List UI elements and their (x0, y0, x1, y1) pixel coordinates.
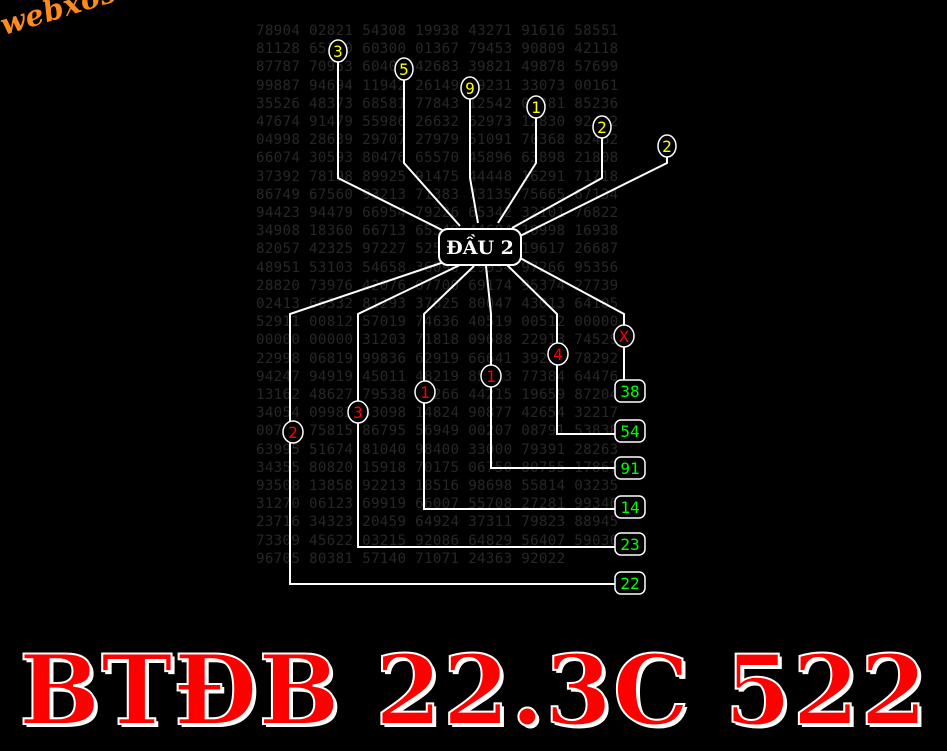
mid-digit-text: X (619, 327, 629, 346)
top-digit-text: 2 (597, 118, 607, 137)
top-digit-text: 1 (531, 98, 541, 117)
connector-bottom-5 (505, 263, 616, 435)
result-text: 22 (620, 574, 639, 593)
connector-top-4 (497, 118, 537, 224)
number-grid-background: 78904 02821 54308 19938 43271 91616 5855… (256, 23, 619, 567)
top-digit-3: 9 (460, 76, 480, 100)
result-box-1: 38 (614, 379, 646, 403)
mid-digit-2: 3 (347, 400, 369, 424)
mid-digit-text: 3 (353, 403, 363, 422)
top-digit-2: 5 (394, 57, 414, 81)
mid-digit-text: 1 (486, 367, 496, 386)
result-box-4: 14 (614, 495, 646, 519)
connector-top-5 (511, 138, 603, 229)
result-text: 14 (620, 498, 639, 517)
center-node: ĐẦU 2 (438, 228, 522, 266)
mid-digits: 2 3 1 1 4 X (282, 324, 635, 444)
result-text: 23 (620, 535, 639, 554)
mid-digit-text: 2 (288, 423, 298, 442)
top-digit-1: 3 (328, 39, 348, 63)
bottom-connectors (289, 257, 625, 585)
connector-top-1 (337, 62, 451, 235)
top-connectors (337, 62, 668, 237)
mid-digit-4: 1 (480, 364, 502, 388)
connector-bottom-2 (357, 263, 616, 548)
connector-bottom-1 (289, 259, 616, 585)
result-box-2: 54 (614, 419, 646, 443)
top-digit-text: 5 (399, 60, 409, 79)
top-digit-text: 3 (333, 42, 343, 61)
connector-bottom-3 (423, 265, 616, 510)
mid-digit-text: 4 (553, 345, 563, 364)
result-text: 38 (620, 382, 639, 401)
mid-digit-1: 2 (282, 420, 304, 444)
headline-title: BTĐB 22.3C 522 (18, 634, 929, 747)
center-label: ĐẦU 2 (446, 234, 514, 259)
mid-digit-5: 4 (547, 342, 569, 366)
connector-top-2 (403, 80, 461, 227)
top-digit-text: 9 (465, 79, 475, 98)
connector-top-6 (519, 156, 668, 237)
top-digit-5: 2 (592, 115, 612, 139)
mid-digit-3: 1 (414, 380, 436, 404)
connector-bottom-6 (519, 257, 625, 392)
top-digit-6: 2 (657, 134, 677, 158)
result-text: 91 (620, 459, 639, 478)
result-box-3: 91 (614, 456, 646, 480)
top-digits: 3 5 9 1 2 2 (328, 39, 677, 158)
result-box-5: 23 (614, 532, 646, 556)
mid-digit-6: X (613, 324, 635, 348)
connector-bottom-4 (485, 265, 616, 469)
result-text: 54 (620, 422, 639, 441)
result-box-6: 22 (614, 571, 646, 595)
mid-digit-text: 1 (420, 383, 430, 402)
results: 38 54 91 14 23 22 (614, 379, 646, 595)
top-digit-4: 1 (526, 95, 546, 119)
connector-top-3 (469, 98, 479, 224)
top-digit-text: 2 (662, 137, 672, 156)
